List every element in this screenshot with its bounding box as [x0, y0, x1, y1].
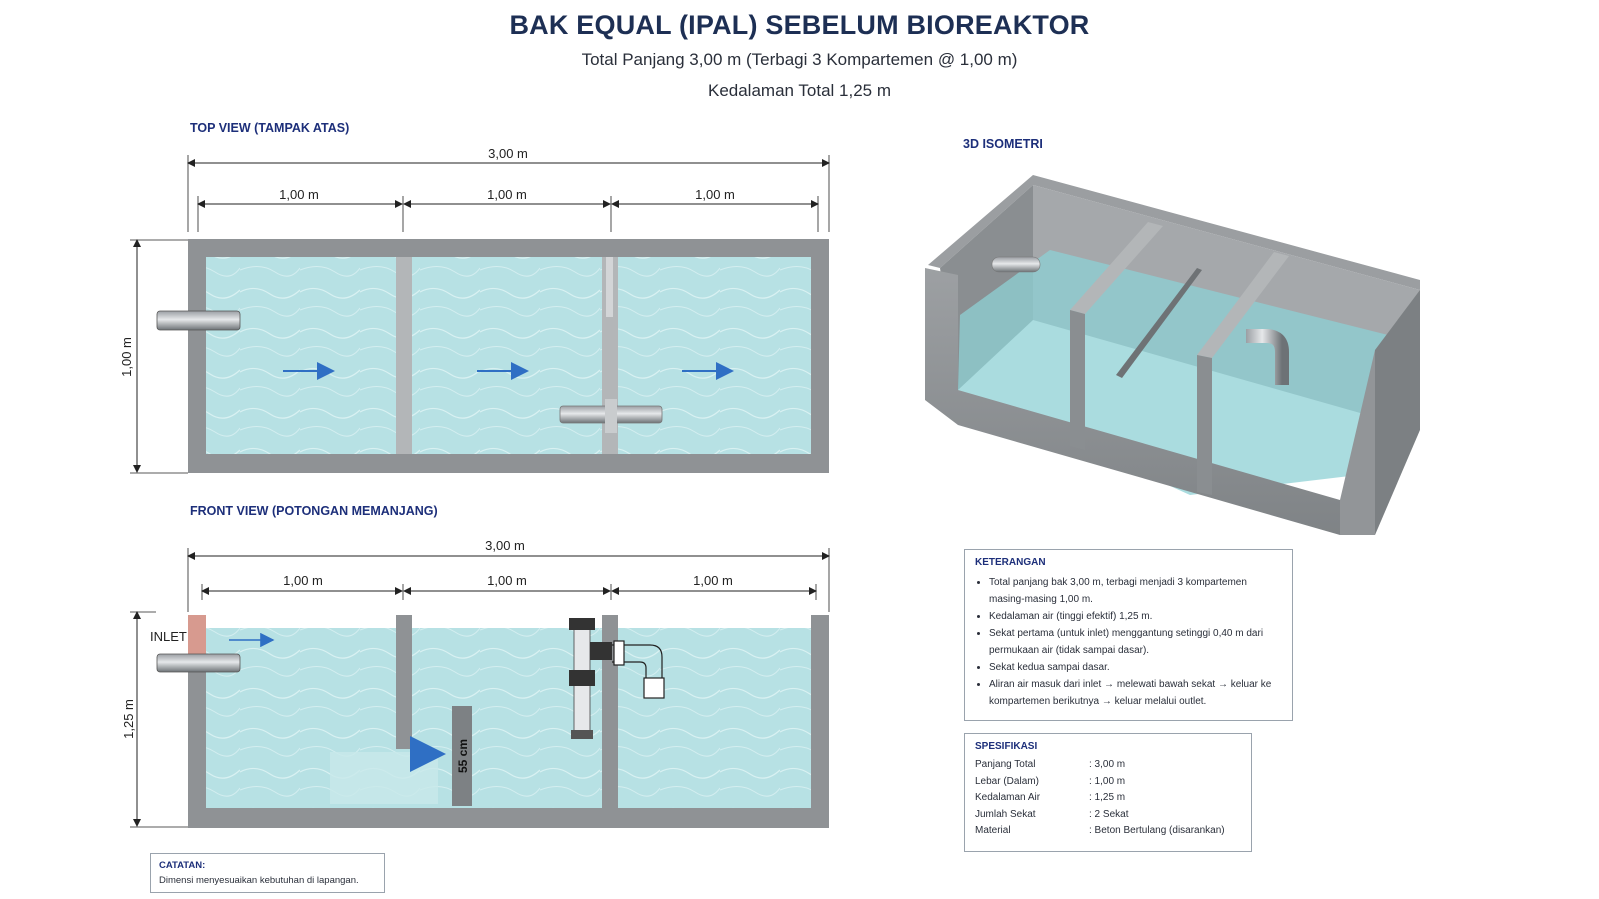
catatan-title: CATATAN:: [159, 860, 206, 871]
front-tee-bottom: [571, 730, 593, 739]
front-tee-branch: [590, 642, 612, 660]
top-view: 3,00 m 1,00 m 1,00 m 1,00 m 1,00 m: [119, 146, 830, 474]
front-outlet-coupler: [613, 640, 625, 666]
top-compartment-1: [206, 257, 396, 454]
catatan-box: CATATAN: Dimensi menyesuaikan kebutuhan …: [150, 853, 385, 893]
front-seg1-label: 1,00 m: [283, 573, 323, 588]
iso-view: [925, 175, 1420, 535]
depth-caption: Kedalaman Total 1,25 m: [707, 81, 892, 100]
keterangan-list: Total panjang bak 3,00 m, terbagi menjad…: [975, 574, 1282, 710]
spec-key: Lebar (Dalam): [975, 775, 1039, 787]
spec-row: Kedalaman Air : 1,25 m: [975, 790, 1241, 807]
top-inlet-pipe: [156, 310, 241, 331]
spec-row: Jumlah Sekat : 2 Sekat: [975, 807, 1241, 824]
front-view-label: FRONT VIEW (POTONGAN MEMANJANG): [190, 504, 438, 518]
iso-baffle-1-front: [1070, 310, 1085, 450]
keterangan-box: KETERANGAN Total panjang bak 3,00 m, ter…: [964, 549, 1293, 721]
spec-key: Panjang Total: [975, 759, 1036, 770]
keterangan-title: KETERANGAN: [975, 557, 1046, 568]
page-title: BAK EQUAL (IPAL) SEBELUM BIOREAKTOR: [509, 10, 1090, 40]
spec-value: : 1,00 m: [1089, 775, 1126, 787]
front-baffle-1-hanging: [396, 615, 412, 749]
front-gap-marker: [452, 706, 472, 806]
spec-key: Kedalaman Air: [975, 792, 1041, 803]
spec-row: Panjang Total : 3,00 m: [975, 757, 1241, 774]
front-view: 3,00 m 1,00 m 1,00 m 1,00 m 1,25 m 55 cm…: [121, 538, 830, 828]
spec-value: : 1,25 m: [1089, 792, 1126, 803]
page-subtitle: Total Panjang 3,00 m (Terbagi 3 Komparte…: [581, 50, 1018, 69]
spec-row: Material : Beton Bertulang (disarankan): [975, 823, 1241, 840]
front-outlet-elbow-outline: [612, 644, 663, 680]
front-floor: [188, 808, 829, 828]
front-total-dim-label: 3,00 m: [485, 538, 525, 553]
keterangan-item: Kedalaman air (tinggi efektif) 1,25 m.: [989, 608, 1282, 625]
top-seg2-label: 1,00 m: [487, 187, 527, 202]
spec-value: : 3,00 m: [1089, 759, 1126, 770]
top-view-label: TOP VIEW (TAMPAK ATAS): [190, 121, 350, 135]
front-tee-cap: [569, 618, 595, 630]
keterangan-item: Aliran air masuk dari inlet → melewati b…: [989, 676, 1282, 710]
spec-value: : Beton Bertulang (disarankan): [1089, 825, 1225, 836]
iso-right-front-corner: [1340, 350, 1375, 535]
iso-baffle-2-front: [1197, 355, 1212, 495]
front-underflow-zone: [330, 752, 438, 804]
front-seg2-label: 1,00 m: [487, 573, 527, 588]
front-gap-label: 55 cm: [456, 739, 470, 773]
front-outlet-elbow-end: [643, 677, 665, 699]
front-tee-joint: [569, 670, 595, 686]
keterangan-item: Total panjang bak 3,00 m, terbagi menjad…: [989, 574, 1282, 608]
iso-baffle-1-top: [1070, 222, 1163, 314]
keterangan-item: Sekat kedua sampai dasar.: [989, 659, 1282, 676]
front-outlet-elbow-outline: [612, 661, 647, 680]
front-water: [206, 628, 812, 808]
top-baffle-1: [396, 257, 412, 454]
iso-view-label: 3D ISOMETRI: [963, 137, 1043, 151]
iso-front-wall: [925, 268, 1340, 535]
top-outlet-tee-stem: [605, 399, 617, 433]
spec-key: Jumlah Sekat: [975, 808, 1036, 820]
front-depth-label: 1,25 m: [121, 699, 136, 739]
spesifikasi-title: SPESIFIKASI: [975, 741, 1038, 752]
top-compartment-3: [618, 257, 811, 454]
inlet-label: INLET: [150, 629, 187, 644]
spesifikasi-box: SPESIFIKASI Panjang Total : 3,00 m Lebar …: [964, 733, 1252, 852]
spec-row: Lebar (Dalam) : 1,00 m: [975, 774, 1241, 791]
top-total-dim-label: 3,00 m: [488, 146, 528, 161]
front-inlet-opening: [188, 615, 206, 655]
iso-outlet-elbow: [1246, 329, 1289, 385]
top-seg1-label: 1,00 m: [279, 187, 319, 202]
spec-key: Material: [975, 825, 1011, 836]
catatan-text: Dimensi menyesuaikan kebutuhan di lapang…: [159, 875, 359, 886]
iso-right-end-wall: [1375, 290, 1420, 535]
iso-inlet-pipe: [991, 256, 1041, 273]
iso-slot: [1116, 268, 1202, 378]
top-compartment-2: [412, 257, 602, 454]
front-inlet-pipe: [156, 653, 241, 673]
front-right-wall: [811, 615, 829, 808]
spec-value: : 2 Sekat: [1089, 808, 1129, 820]
top-seg3-label: 1,00 m: [695, 187, 735, 202]
top-width-label: 1,00 m: [119, 337, 134, 377]
front-seg3-label: 1,00 m: [693, 573, 733, 588]
iso-baffle-2-top: [1197, 252, 1289, 358]
keterangan-item: Sekat pertama (untuk inlet) menggantung …: [989, 625, 1282, 659]
top-baffle-slot: [606, 257, 613, 317]
